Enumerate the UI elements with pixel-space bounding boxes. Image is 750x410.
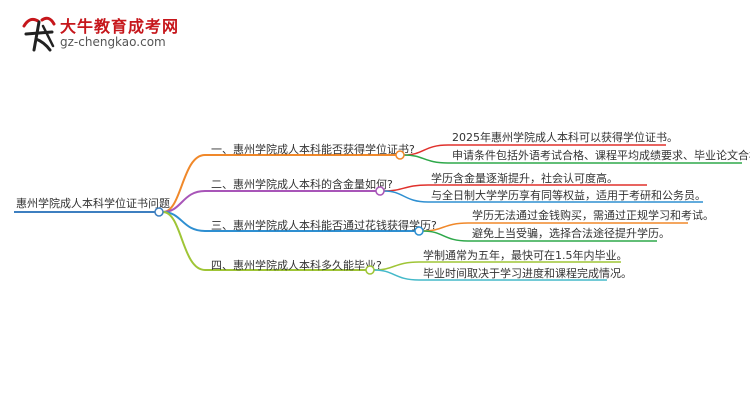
- leaf-connector: [422, 230, 469, 242]
- branch-label: 三、惠州学院成人本科能否通过花钱获得学历?: [211, 218, 437, 232]
- leaf-label: 2025年惠州学院成人本科可以获得学位证书。: [452, 130, 678, 144]
- logo-url: gz-chengkao.com: [60, 35, 166, 49]
- branch-node-circle[interactable]: [375, 186, 385, 196]
- branch-node-circle[interactable]: [414, 226, 424, 236]
- branch-label: 四、惠州学院成人本科多久能毕业?: [211, 258, 382, 272]
- bull-logo-icon: [22, 16, 56, 52]
- root-node-label: 惠州学院成人本科学位证书问题: [16, 196, 170, 210]
- branch-label: 一、惠州学院成人本科能否获得学位证书?: [211, 142, 415, 156]
- leaf-connector: [403, 154, 449, 164]
- leaf-label: 学历含金量逐渐提升，社会认可度高。: [431, 171, 618, 185]
- leaf-connector: [373, 269, 420, 281]
- leaf-connector: [383, 190, 429, 203]
- logo-title: 大牛教育成考网: [60, 17, 180, 36]
- branch-connector: [162, 211, 206, 271]
- branch-node-circle[interactable]: [395, 150, 405, 160]
- leaf-label: 避免上当受骗，选择合法途径提升学历。: [472, 226, 670, 240]
- leaf-label: 学制通常为五年，最快可在1.5年内毕业。: [423, 248, 628, 262]
- leaf-label: 毕业时间取决于学习进度和课程完成情况。: [423, 266, 632, 280]
- branch-node-circle[interactable]: [365, 265, 375, 275]
- branch-label: 二、惠州学院成人本科的含金量如何?: [211, 177, 393, 191]
- root-node-circle[interactable]: [154, 207, 164, 217]
- site-logo[interactable]: 大牛教育成考网 gz-chengkao.com: [18, 12, 183, 54]
- leaf-label: 与全日制大学学历享有同等权益，适用于考研和公务员。: [431, 188, 706, 202]
- leaf-label: 学历无法通过金钱购买，需通过正规学习和考试。: [472, 208, 714, 222]
- leaf-label: 申请条件包括外语考试合格、课程平均成绩要求、毕业论文合格。: [452, 148, 750, 162]
